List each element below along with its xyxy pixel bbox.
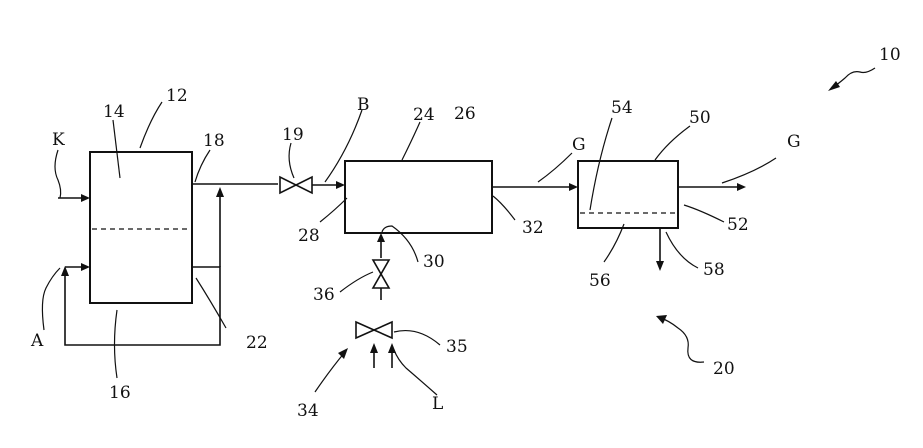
label-g-separator-out: G bbox=[787, 132, 801, 152]
label-10: 10 bbox=[879, 45, 901, 65]
label-b: B bbox=[357, 95, 370, 115]
leader-52 bbox=[684, 205, 724, 222]
leader-56 bbox=[604, 224, 624, 262]
valve-35-right bbox=[374, 322, 392, 338]
feed-30-arrowhead bbox=[377, 233, 385, 242]
label-50: 50 bbox=[689, 108, 711, 128]
leader-50 bbox=[655, 126, 690, 160]
liquid-outlet-arrowhead bbox=[656, 261, 664, 271]
inlet-a-arrowhead bbox=[81, 263, 90, 271]
return-22-arrowhead bbox=[216, 187, 224, 197]
gas-outlet-arrowhead bbox=[737, 183, 746, 191]
label-58: 58 bbox=[703, 260, 725, 280]
leader-16 bbox=[115, 310, 118, 378]
separator-inlet-arrowhead bbox=[569, 183, 578, 191]
inlet-k-arrowhead bbox=[81, 194, 90, 202]
label-k-leader bbox=[55, 150, 61, 198]
label-l: L bbox=[432, 394, 443, 414]
valve-19-b bbox=[296, 177, 312, 193]
label-26: 26 bbox=[454, 104, 476, 124]
label-16: 16 bbox=[109, 383, 131, 403]
leader-35 bbox=[394, 331, 440, 345]
leader-34-arrowhead bbox=[338, 348, 348, 359]
valve-36-bottom bbox=[373, 274, 389, 288]
label-54: 54 bbox=[611, 98, 633, 118]
label-36: 36 bbox=[313, 285, 335, 305]
label-k: K bbox=[52, 130, 65, 150]
leader-58 bbox=[666, 232, 698, 268]
leader-36 bbox=[340, 272, 373, 292]
label-22: 22 bbox=[246, 333, 268, 353]
valve-19 bbox=[280, 177, 296, 193]
label-56: 56 bbox=[589, 271, 611, 291]
label-24: 24 bbox=[413, 105, 435, 125]
valve-35-left bbox=[356, 322, 374, 338]
leader-28 bbox=[320, 198, 347, 222]
label-52: 52 bbox=[727, 215, 749, 235]
leader-32 bbox=[493, 196, 515, 220]
label-12: 12 bbox=[166, 86, 188, 106]
leader-24 bbox=[402, 122, 420, 160]
label-g-reactor-out: G bbox=[572, 135, 586, 155]
label-20: 20 bbox=[713, 359, 735, 379]
vessel-12 bbox=[90, 152, 192, 303]
reactor-inlet-arrowhead bbox=[336, 181, 345, 189]
label-32: 32 bbox=[522, 218, 544, 238]
leader-19 bbox=[289, 143, 294, 178]
valve-36-top bbox=[373, 260, 389, 274]
leader-g2 bbox=[722, 158, 776, 183]
leader-18 bbox=[195, 150, 210, 182]
label-a: A bbox=[30, 331, 44, 351]
inlet-l1-arrowhead bbox=[370, 343, 378, 353]
leader-20 bbox=[660, 318, 704, 362]
leader-34 bbox=[315, 352, 345, 392]
leader-12 bbox=[140, 102, 162, 148]
reactor-24 bbox=[345, 161, 492, 233]
label-30: 30 bbox=[423, 252, 445, 272]
leader-g1 bbox=[538, 153, 572, 182]
label-14: 14 bbox=[103, 102, 125, 122]
label-34: 34 bbox=[297, 401, 319, 421]
leader-22 bbox=[196, 278, 226, 328]
leader-l bbox=[394, 350, 437, 395]
label-a-leader bbox=[42, 268, 60, 330]
leader-10-arrowhead bbox=[828, 81, 840, 91]
label-28: 28 bbox=[298, 226, 320, 246]
label-18: 18 bbox=[203, 131, 225, 151]
label-35: 35 bbox=[446, 337, 468, 357]
label-19: 19 bbox=[282, 125, 304, 145]
